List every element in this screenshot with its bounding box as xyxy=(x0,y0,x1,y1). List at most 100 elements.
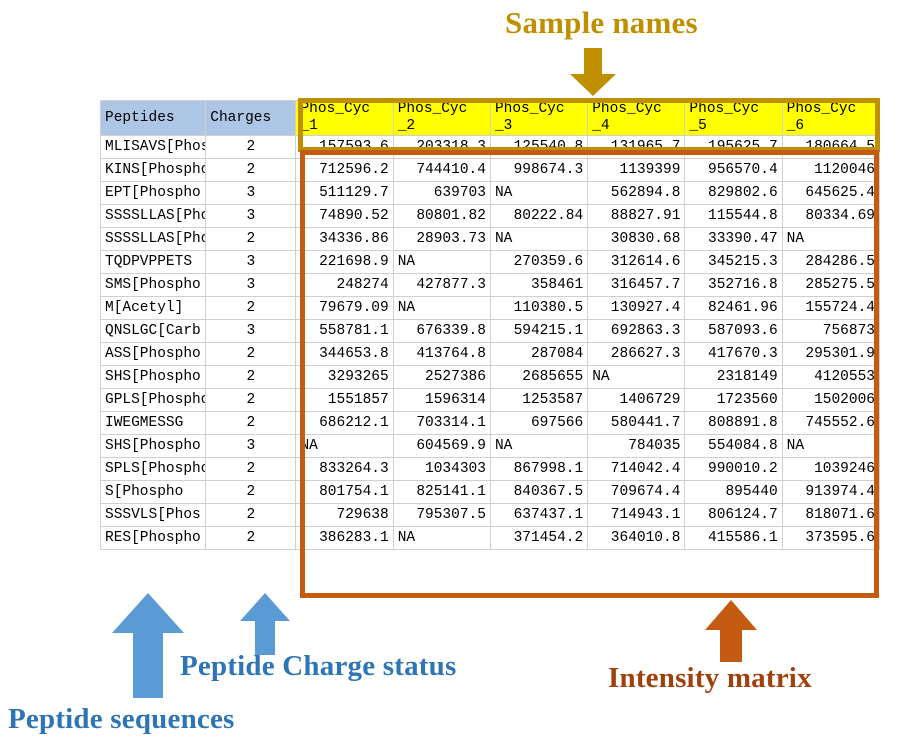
cell-intensity-sample-5[interactable]: 195625.7 xyxy=(684,135,783,159)
cell-intensity-sample-2[interactable]: 80801.82 xyxy=(392,204,491,228)
column-header-charges[interactable]: Charges xyxy=(205,100,297,136)
cell-intensity-sample-2[interactable]: 604569.9 xyxy=(392,434,491,458)
cell-intensity-sample-1[interactable]: 157593.6 xyxy=(295,135,394,159)
cell-intensity-sample-6[interactable]: 80334.69 xyxy=(781,204,881,228)
cell-peptide[interactable]: TQDPVPPETS xyxy=(99,250,207,274)
column-header-peptides[interactable]: Peptides xyxy=(99,100,207,136)
cell-intensity-sample-5[interactable]: 587093.6 xyxy=(684,319,783,343)
cell-intensity-sample-6[interactable]: NA xyxy=(781,227,881,251)
cell-intensity-sample-6[interactable]: 180664.5 xyxy=(781,135,881,159)
cell-intensity-sample-6[interactable]: 155724.4 xyxy=(781,296,881,320)
cell-intensity-sample-5[interactable]: 806124.7 xyxy=(684,503,783,527)
cell-peptide[interactable]: SSSSLLAS[Phospho xyxy=(99,227,207,251)
cell-intensity-sample-5[interactable]: 345215.3 xyxy=(684,250,783,274)
cell-intensity-sample-5[interactable]: 990010.2 xyxy=(684,457,783,481)
cell-intensity-sample-6[interactable]: NA xyxy=(781,434,881,458)
cell-intensity-sample-3[interactable]: NA xyxy=(489,181,589,205)
cell-intensity-sample-5[interactable]: 115544.8 xyxy=(684,204,783,228)
cell-intensity-sample-5[interactable]: 808891.8 xyxy=(684,411,783,435)
cell-intensity-sample-2[interactable]: 2527386 xyxy=(392,365,491,389)
cell-intensity-sample-5[interactable]: 829802.6 xyxy=(684,181,783,205)
cell-intensity-sample-1[interactable]: 386283.1 xyxy=(295,526,394,550)
cell-intensity-sample-2[interactable]: 1034303 xyxy=(392,457,491,481)
cell-peptide[interactable]: ASS[Phospho xyxy=(99,342,207,366)
cell-intensity-sample-5[interactable]: 352716.8 xyxy=(684,273,783,297)
cell-intensity-sample-4[interactable]: 286627.3 xyxy=(587,342,686,366)
cell-intensity-sample-4[interactable]: 580441.7 xyxy=(587,411,686,435)
cell-intensity-sample-2[interactable]: 744410.4 xyxy=(392,158,491,182)
cell-charge[interactable]: 2 xyxy=(205,158,297,182)
cell-peptide[interactable]: RES[Phospho xyxy=(99,526,207,550)
cell-intensity-sample-4[interactable]: 88827.91 xyxy=(587,204,686,228)
cell-intensity-sample-3[interactable]: 840367.5 xyxy=(489,480,589,504)
cell-intensity-sample-4[interactable]: 316457.7 xyxy=(587,273,686,297)
cell-intensity-sample-1[interactable]: 3293265 xyxy=(295,365,394,389)
cell-intensity-sample-3[interactable]: 1253587 xyxy=(489,388,589,412)
cell-intensity-sample-6[interactable]: 284286.5 xyxy=(781,250,881,274)
cell-intensity-sample-6[interactable]: 4120553 xyxy=(781,365,881,389)
cell-intensity-sample-1[interactable]: 558781.1 xyxy=(295,319,394,343)
cell-intensity-sample-1[interactable]: 248274 xyxy=(295,273,394,297)
cell-intensity-sample-6[interactable]: 1120046 xyxy=(781,158,881,182)
cell-peptide[interactable]: SMS[Phospho xyxy=(99,273,207,297)
cell-intensity-sample-4[interactable]: 562894.8 xyxy=(587,181,686,205)
cell-intensity-sample-5[interactable]: 956570.4 xyxy=(684,158,783,182)
column-header-sample-3[interactable]: Phos_Cyc _3 xyxy=(489,100,589,136)
cell-intensity-sample-3[interactable]: 125540.8 xyxy=(489,135,589,159)
cell-intensity-sample-4[interactable]: 692863.3 xyxy=(587,319,686,343)
cell-intensity-sample-5[interactable]: 33390.47 xyxy=(684,227,783,251)
cell-charge[interactable]: 2 xyxy=(205,457,297,481)
cell-peptide[interactable]: SSSVLS[Phos xyxy=(99,503,207,527)
cell-intensity-sample-2[interactable]: NA xyxy=(392,526,491,550)
cell-intensity-sample-4[interactable]: 30830.68 xyxy=(587,227,686,251)
cell-intensity-sample-3[interactable]: 80222.84 xyxy=(489,204,589,228)
cell-peptide[interactable]: EPT[Phospho xyxy=(99,181,207,205)
cell-intensity-sample-2[interactable]: 825141.1 xyxy=(392,480,491,504)
table-row[interactable]: SSSSLLAS[Phospho374890.5280801.8280222.8… xyxy=(99,204,881,228)
cell-intensity-sample-1[interactable]: 1551857 xyxy=(295,388,394,412)
cell-peptide[interactable]: SHS[Phospho xyxy=(99,365,207,389)
cell-intensity-sample-3[interactable]: 371454.2 xyxy=(489,526,589,550)
column-header-sample-6[interactable]: Phos_Cyc _6 xyxy=(781,100,881,136)
cell-intensity-sample-5[interactable]: 415586.1 xyxy=(684,526,783,550)
cell-charge[interactable]: 2 xyxy=(205,388,297,412)
cell-peptide[interactable]: SPLS[Phospho xyxy=(99,457,207,481)
cell-charge[interactable]: 2 xyxy=(205,342,297,366)
cell-intensity-sample-6[interactable]: 295301.9 xyxy=(781,342,881,366)
spreadsheet-grid[interactable]: Peptides Charges Phos_Cyc _1 Phos_Cyc _2… xyxy=(99,100,881,550)
cell-intensity-sample-1[interactable]: 79679.09 xyxy=(295,296,394,320)
cell-intensity-sample-5[interactable]: 1723560 xyxy=(684,388,783,412)
cell-intensity-sample-2[interactable]: 639703 xyxy=(392,181,491,205)
cell-intensity-sample-2[interactable]: 795307.5 xyxy=(392,503,491,527)
cell-charge[interactable]: 2 xyxy=(205,480,297,504)
cell-intensity-sample-3[interactable]: 697566 xyxy=(489,411,589,435)
cell-intensity-sample-3[interactable]: 2685655 xyxy=(489,365,589,389)
cell-intensity-sample-4[interactable]: 714042.4 xyxy=(587,457,686,481)
cell-peptide[interactable]: SSSSLLAS[Phospho xyxy=(99,204,207,228)
cell-intensity-sample-2[interactable]: NA xyxy=(392,250,491,274)
cell-intensity-sample-6[interactable]: 1502006 xyxy=(781,388,881,412)
cell-intensity-sample-3[interactable]: 270359.6 xyxy=(489,250,589,274)
cell-intensity-sample-4[interactable]: 1406729 xyxy=(587,388,686,412)
cell-intensity-sample-3[interactable]: NA xyxy=(489,227,589,251)
cell-intensity-sample-2[interactable]: 676339.8 xyxy=(392,319,491,343)
cell-intensity-sample-4[interactable]: 709674.4 xyxy=(587,480,686,504)
cell-charge[interactable]: 2 xyxy=(205,526,297,550)
cell-intensity-sample-2[interactable]: NA xyxy=(392,296,491,320)
cell-peptide[interactable]: IWEGMESSG xyxy=(99,411,207,435)
cell-intensity-sample-4[interactable]: 784035 xyxy=(587,434,686,458)
cell-charge[interactable]: 2 xyxy=(205,135,297,159)
cell-intensity-sample-6[interactable]: 285275.5 xyxy=(781,273,881,297)
cell-intensity-sample-1[interactable]: 34336.86 xyxy=(295,227,394,251)
cell-intensity-sample-1[interactable]: 729638 xyxy=(295,503,394,527)
cell-charge[interactable]: 3 xyxy=(205,181,297,205)
cell-intensity-sample-6[interactable]: 645625.4 xyxy=(781,181,881,205)
